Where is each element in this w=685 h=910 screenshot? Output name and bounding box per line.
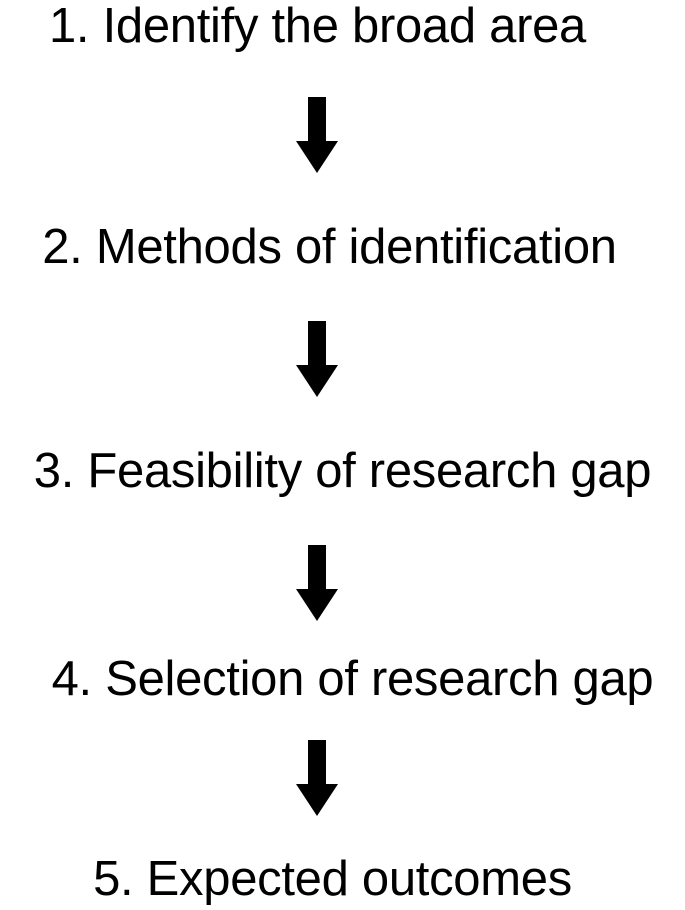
- arrow-down-icon: [294, 321, 340, 399]
- arrow-down-icon: [294, 545, 340, 623]
- step-4-label: 4. Selection of research gap: [51, 652, 654, 706]
- arrow-down-icon: [294, 740, 340, 818]
- step-2-label: 2. Methods of identification: [42, 220, 617, 274]
- step-1-label: 1. Identify the broad area: [48, 0, 586, 53]
- step-3-label: 3. Feasibility of research gap: [33, 444, 652, 498]
- arrow-down-icon: [294, 97, 340, 175]
- step-5-label: 5. Expected outcomes: [93, 852, 572, 906]
